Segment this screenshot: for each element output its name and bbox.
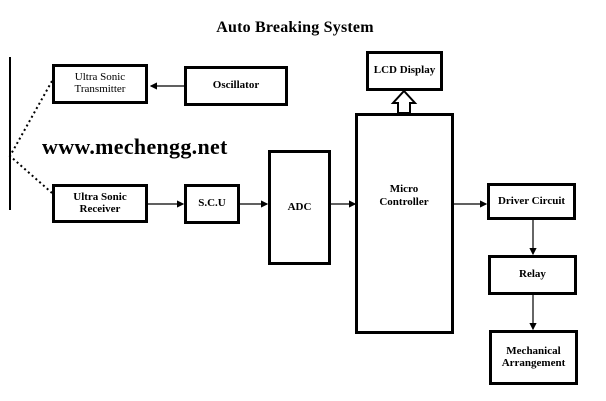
block-micro-controller: [355, 113, 454, 334]
block-oscillator: Oscillator: [184, 66, 288, 106]
block-driver-circuit: Driver Circuit: [487, 183, 576, 220]
ultrasonic-beam-lines: [8, 80, 53, 194]
micro-controller-label: Micro Controller: [379, 183, 429, 209]
watermark-url: www.mechengg.net: [42, 134, 228, 159]
arrow-micro-to-lcd: [390, 89, 418, 114]
block-relay: Relay: [488, 255, 577, 295]
block-ultrasonic-transmitter: Ultra Sonic Transmitter: [52, 64, 148, 104]
block-mechanical-arrangement: Mechanical Arrangement: [489, 330, 578, 385]
block-adc: ADC: [268, 150, 331, 265]
block-lcd-display: LCD Display: [366, 51, 443, 91]
diagram-title: Auto Breaking System: [216, 19, 374, 36]
block-scu: S.C.U: [184, 184, 240, 224]
block-ultrasonic-receiver: Ultra Sonic Receiver: [52, 184, 148, 223]
